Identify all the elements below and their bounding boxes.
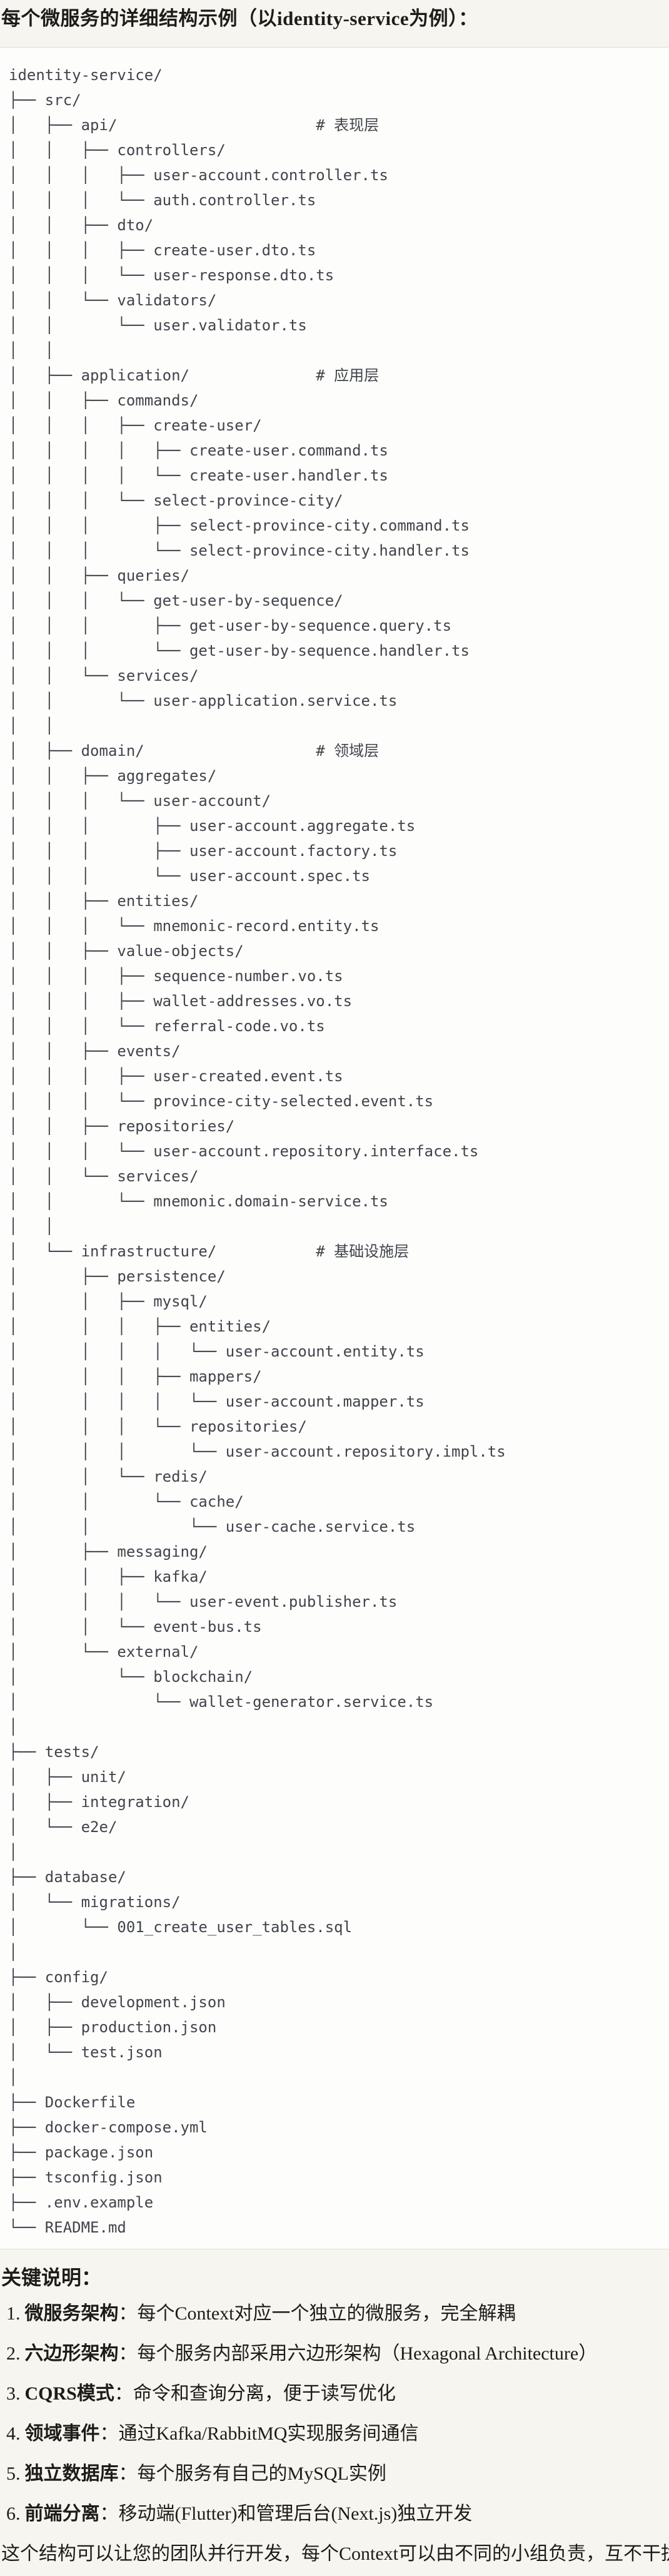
note-label: 领域事件 [24,2423,100,2444]
note-label: 六边形架构 [24,2343,119,2364]
note-number: 3. [6,2383,21,2404]
note-text: ：命令和查询分离，便于读写优化 [114,2383,396,2404]
note-text: ：通过Kafka/RabbitMQ实现服务间通信 [99,2423,419,2444]
note-item-5: 5.独立数据库：每个服务有自己的MySQL实例 [6,2460,668,2488]
note-number: 6. [6,2503,21,2524]
note-text: ：每个Context对应一个独立的微服务，完全解耦 [118,2303,516,2324]
note-label: 前端分离 [24,2503,100,2524]
directory-tree-code-block: identity-service/ ├── src/ │ ├── api/ # … [0,47,669,2249]
note-number: 1. [6,2303,21,2324]
notes-list: 1.微服务架构：每个Context对应一个独立的微服务，完全解耦 2.六边形架构… [1,2299,668,2528]
note-label: 微服务架构 [24,2303,119,2324]
note-item-4: 4.领域事件：通过Kafka/RabbitMQ实现服务间通信 [6,2420,668,2448]
note-text: ：每个服务内部采用六边形架构（Hexagonal Architecture） [118,2343,598,2364]
note-item-2: 2.六边形架构：每个服务内部采用六边形架构（Hexagonal Architec… [6,2339,668,2368]
notes-heading: 关键说明： [1,2266,102,2289]
note-number: 2. [6,2343,21,2364]
page-title: 每个微服务的详细结构示例（以identity-service为例）： [1,8,478,29]
note-label: CQRS模式 [24,2383,114,2404]
note-label: 独立数据库 [24,2463,119,2484]
note-text: ：每个服务有自己的MySQL实例 [118,2463,386,2484]
note-number: 4. [6,2423,21,2444]
note-item-3: 3.CQRS模式：命令和查询分离，便于读写优化 [6,2380,668,2408]
note-number: 5. [6,2463,21,2484]
closing-paragraph: 这个结构可以让您的团队并行开发，每个Context可以由不同的小组负责，互不干扰… [1,2543,669,2564]
note-text: ：移动端(Flutter)和管理后台(Next.js)独立开发 [99,2503,473,2524]
key-notes-section: 关键说明： 1.微服务架构：每个Context对应一个独立的微服务，完全解耦 2… [0,2264,669,2568]
note-item-1: 1.微服务架构：每个Context对应一个独立的微服务，完全解耦 [6,2299,668,2328]
note-item-6: 6.前端分离：移动端(Flutter)和管理后台(Next.js)独立开发 [6,2500,668,2528]
